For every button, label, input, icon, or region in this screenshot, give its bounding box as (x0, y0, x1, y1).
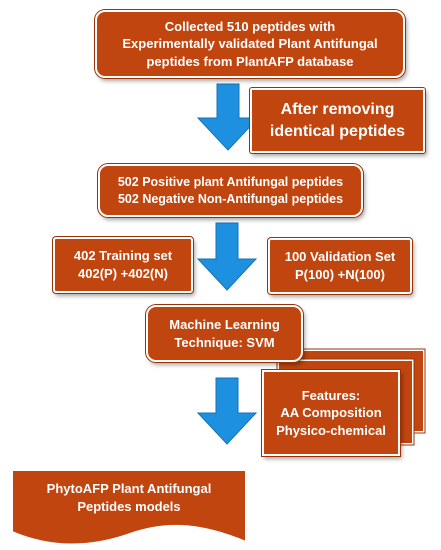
arrow-down-icon (196, 83, 260, 151)
models-document-shape (11, 469, 247, 546)
node-line: P(100) +N(100) (295, 267, 385, 282)
features-node: Features: AA Composition Physico-chemica… (262, 370, 400, 456)
node-line: 402 Training set (73, 248, 173, 264)
node-line: After removing (280, 100, 395, 118)
node-line: Physico-chemical (276, 422, 386, 438)
node-line: identical peptides (269, 122, 406, 140)
node-line: Collected 510 peptides with (164, 18, 336, 34)
node-line: Experimentally validated Plant Antifunga… (122, 36, 378, 52)
node-line: AA Composition (280, 405, 382, 421)
machine-learning-node: Machine Learning Technique: SVM (146, 305, 303, 362)
collected-peptides-node: Collected 510 peptides with Experimental… (95, 10, 405, 78)
arrow-down-icon (196, 377, 258, 445)
remove-identical-node: After removing identical peptides (250, 88, 425, 153)
validation-set-node: 100 Validation Set P(100) +N(100) (268, 238, 412, 294)
node-line: PhytoAFP Plant Antifungal (46, 481, 212, 497)
node-line: Machine Learning (169, 316, 280, 332)
node-line: 100 Validation Set (284, 249, 396, 265)
node-line: 502 Negative Non-Antifungal peptides (117, 191, 344, 206)
arrow-down-icon (196, 222, 258, 291)
node-line: Peptides models (77, 499, 181, 514)
node-line: Features: (301, 387, 361, 403)
node-line: peptides from PlantAFP database (146, 53, 354, 69)
training-set-node: 402 Training set 402(P) +402(N) (53, 237, 193, 293)
models-node: PhytoAFP Plant Antifungal Peptides model… (14, 472, 244, 524)
node-line: Technique: SVM (174, 334, 275, 350)
node-line: 502 Positive plant Antifungal peptides (117, 174, 344, 189)
node-line: 402(P) +402(N) (78, 266, 168, 281)
dataset-node: 502 Positive plant Antifungal peptides 5… (98, 164, 363, 217)
